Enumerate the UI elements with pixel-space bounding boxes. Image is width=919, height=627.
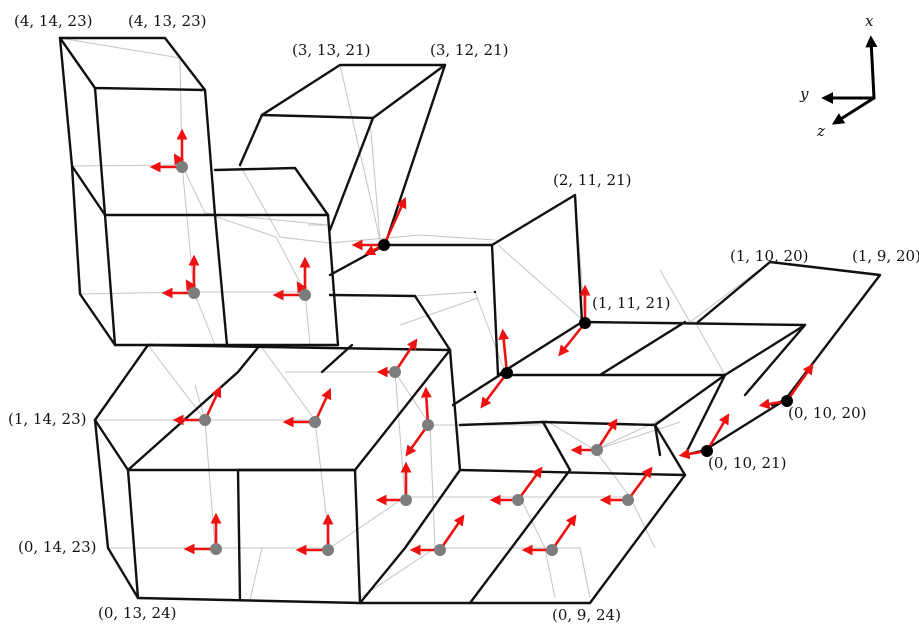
cell-center: [512, 494, 524, 506]
vertex-label: (3, 12, 21): [430, 41, 509, 59]
cell-center: [322, 544, 334, 556]
cell-center: [622, 494, 634, 506]
vector-triad: [376, 338, 418, 378]
vertex-label: (1, 11, 21): [592, 294, 671, 312]
vector-triad: [489, 466, 543, 506]
cell-center: [199, 414, 211, 426]
vertex-label: (0, 10, 21): [708, 454, 787, 472]
vertex-vectors: [558, 284, 591, 357]
vertex-label: (2, 11, 21): [553, 171, 632, 189]
cell-center: [422, 419, 434, 431]
vertex-vectors: [351, 197, 407, 255]
vertex-dot: [701, 445, 713, 457]
cell-center: [546, 544, 558, 556]
vertex-label: (0, 10, 20): [788, 404, 867, 422]
axis-x-label: x: [865, 12, 874, 30]
vertex-label: (1, 9, 20): [852, 247, 919, 265]
vertex-label: (0, 14, 23): [18, 538, 97, 556]
vector-triad: [599, 466, 653, 506]
vertex-labels: (4, 14, 23) (4, 13, 23) (3, 13, 21) (3, …: [8, 12, 919, 624]
vertex-dot: [501, 367, 513, 379]
axis-y-label: y: [799, 85, 809, 103]
cell-center: [400, 494, 412, 506]
cell-center: [188, 287, 200, 299]
vector-triad: [295, 513, 334, 556]
cell-center: [176, 161, 188, 173]
vertex-dot: [579, 317, 591, 329]
cell-center: [434, 544, 446, 556]
cell-center: [309, 416, 321, 428]
vertex-label: (0, 13, 24): [98, 604, 177, 622]
vector-triad: [405, 386, 434, 457]
vertex-label: (1, 10, 20): [730, 247, 809, 265]
vertex-vectors: [758, 363, 814, 410]
vector-triad: [521, 514, 577, 556]
cell-center: [389, 366, 401, 378]
axis-z-label: z: [816, 122, 825, 140]
vertex-vectors: [480, 328, 513, 409]
cell-center: [299, 289, 311, 301]
cell-center: [591, 444, 603, 456]
vector-triad: [272, 256, 311, 301]
vector-triad: [161, 254, 200, 299]
vector-triad: [183, 512, 222, 555]
axis-triad: x y z: [799, 12, 878, 140]
cell-center: [210, 543, 222, 555]
vector-triad: [409, 514, 465, 556]
vertex-vectors: [678, 413, 730, 460]
vector-triad: [282, 388, 332, 428]
visible-edges: [58, 36, 882, 605]
vector-triad: [375, 461, 412, 506]
vector-triad: [149, 128, 188, 173]
vertex-dot: [781, 395, 793, 407]
vertex-label: (4, 13, 23): [128, 12, 207, 30]
hidden-edges: [59, 37, 881, 601]
vertex-label: (4, 14, 23): [14, 12, 93, 30]
frame-vectors: [149, 128, 814, 556]
vector-triad: [172, 386, 222, 426]
vector-triad: [570, 418, 618, 456]
vertex-label: (0, 9, 24): [552, 606, 621, 624]
vertex-label: (3, 13, 21): [292, 41, 371, 59]
vertex-label: (1, 14, 23): [8, 410, 87, 428]
vertex-dot: [378, 239, 390, 251]
